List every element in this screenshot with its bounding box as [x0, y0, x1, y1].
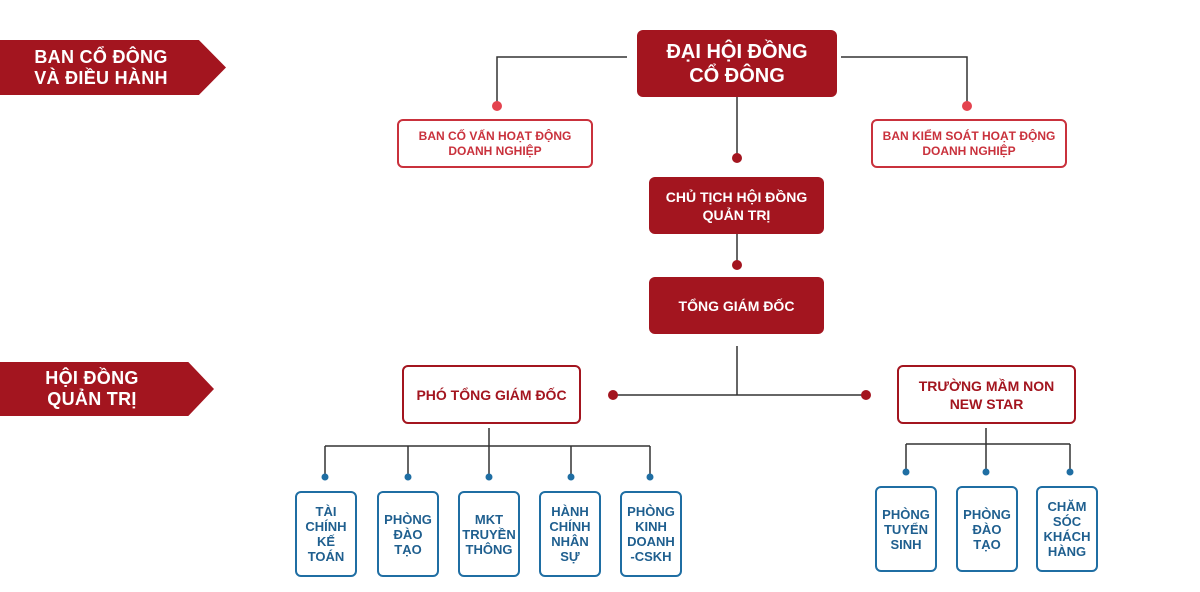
dept-admissions: PHÒNG TUYỂN SINH: [875, 486, 937, 572]
node-advisory-board: BAN CỐ VẤN HOẠT ĐỘNG DOANH NGHIỆP: [397, 119, 593, 168]
dept-finance-accounting: TÀI CHÍNH KẾ TOÁN: [295, 491, 357, 577]
dot-advisory: [492, 101, 502, 111]
dept-sales-customer-care: PHÒNG KINH DOANH -CSKH: [620, 491, 682, 577]
node-general-meeting: ĐẠI HỘI ĐỒNG CỔ ĐÔNG: [637, 30, 837, 97]
dept-admin-hr: HÀNH CHÍNH NHÂN SỰ: [539, 491, 601, 577]
dept-marketing-communications: MKT TRUYỀN THÔNG: [458, 491, 520, 577]
dept-school-training: PHÒNG ĐÀO TẠO: [956, 486, 1018, 572]
node-deputy-ceo: PHÓ TỔNG GIÁM ĐỐC: [402, 365, 581, 424]
dept-training: PHÒNG ĐÀO TẠO: [377, 491, 439, 577]
connector-agm-supervisory: [841, 56, 968, 105]
dept-customer-care: CHĂM SÓC KHÁCH HÀNG: [1036, 486, 1098, 572]
banner-shareholders-management: BAN CỔ ĐÔNG VÀ ĐIỀU HÀNH: [0, 40, 226, 95]
dot-school: [861, 390, 871, 400]
dot-ceo: [732, 260, 742, 270]
node-ceo: TỔNG GIÁM ĐỐC: [649, 277, 824, 334]
dot-supervisory: [962, 101, 972, 111]
node-chairman: CHỦ TỊCH HỘI ĐỒNG QUẢN TRỊ: [649, 177, 824, 234]
node-new-star-school: TRƯỜNG MẦM NON NEW STAR: [897, 365, 1076, 424]
node-supervisory-board: BAN KIỂM SOÁT HOẠT ĐỘNG DOANH NGHIỆP: [871, 119, 1067, 168]
dot-deputy: [608, 390, 618, 400]
dot-chairman: [732, 153, 742, 163]
banner-board-of-directors: HỘI ĐỒNG QUẢN TRỊ: [0, 362, 214, 416]
connector-agm-advisory: [496, 56, 627, 105]
